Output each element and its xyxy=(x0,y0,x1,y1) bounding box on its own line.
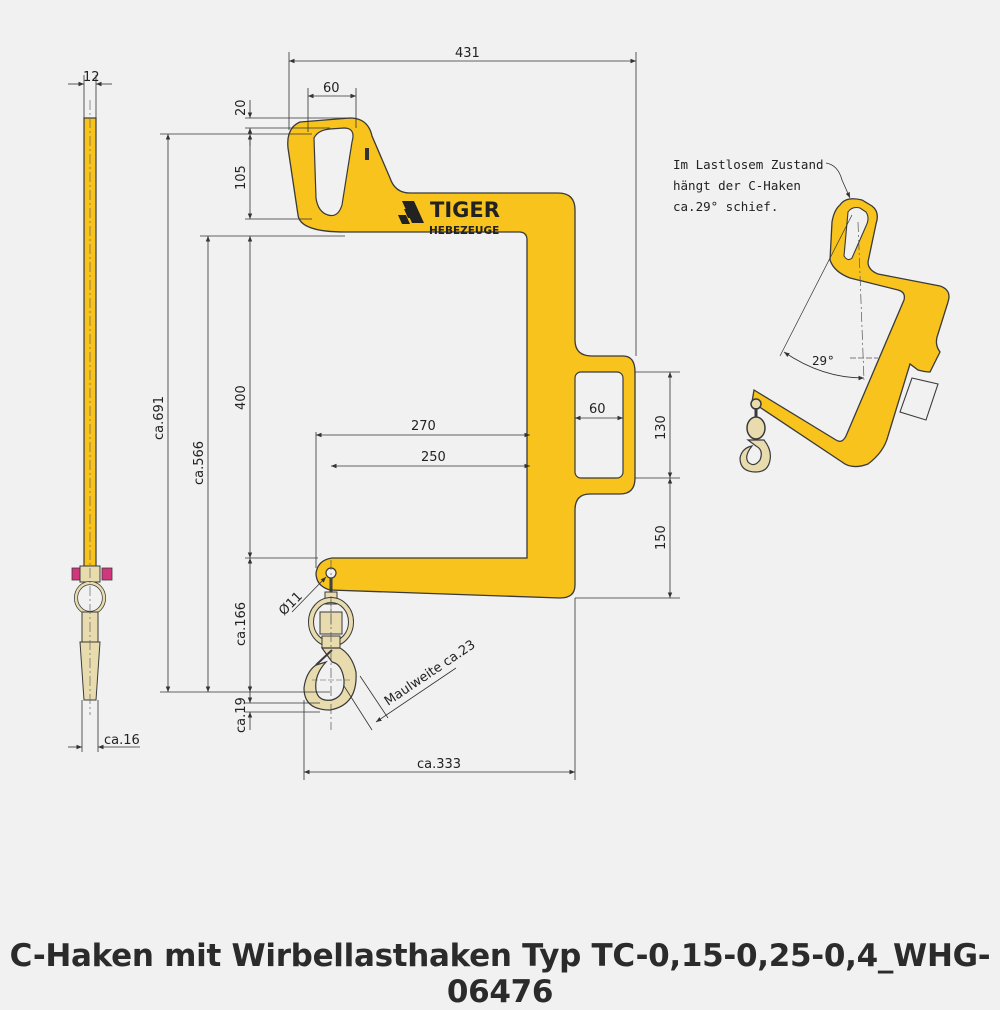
logo-text: TIGER xyxy=(430,198,500,222)
tilted-swivel-hook xyxy=(739,398,771,473)
dim-inner-height: 400 xyxy=(234,385,249,410)
dim-hook-drop: ca.166 xyxy=(234,602,249,646)
note: Im Lastlosem Zustand hängt der C-Haken c… xyxy=(673,157,851,214)
dim-jaw-opening: Maulweite ca.23 xyxy=(382,637,479,709)
side-view xyxy=(71,100,113,715)
dim-pin-diameter: Ø11 xyxy=(276,589,306,619)
swivel-hook xyxy=(303,560,357,730)
side-dimensions xyxy=(68,75,140,752)
front-dimensions xyxy=(160,52,680,780)
dim-eye-height: 105 xyxy=(234,165,249,190)
dim-inner-width-upper: 270 xyxy=(411,419,436,434)
note-line-2: hängt der C-Haken xyxy=(673,178,801,193)
c-hook-body xyxy=(287,117,636,599)
note-line-3: ca.29° schief. xyxy=(673,199,778,214)
dim-base-width: ca.333 xyxy=(417,757,461,772)
dim-grip-offset: 150 xyxy=(654,525,669,550)
dim-thickness: 12 xyxy=(83,70,100,85)
tiger-logo: TIGER HEBEZEUGE xyxy=(398,198,500,237)
dim-height-hook: ca.566 xyxy=(192,441,207,485)
tilted-c-hook: 29° xyxy=(751,198,950,468)
dim-hook-bottom: ca.19 xyxy=(234,697,249,733)
page-caption: C-Haken mit Wirbellasthaken Typ TC-0,15-… xyxy=(9,938,991,1010)
logo-subtext: HEBEZEUGE xyxy=(429,225,499,237)
dim-inner-width-lower: 250 xyxy=(421,450,446,465)
note-line-1: Im Lastlosem Zustand xyxy=(673,157,824,172)
dim-width-total: 431 xyxy=(455,46,480,61)
angle-label: 29° xyxy=(812,353,835,368)
dim-eye-top: 20 xyxy=(234,99,249,116)
dim-height-total: ca.691 xyxy=(152,396,167,440)
dim-grip-height: 130 xyxy=(654,415,669,440)
dim-grip-width: 60 xyxy=(589,402,606,417)
dim-side-thickness: ca.16 xyxy=(104,733,140,748)
dim-eye-width: 60 xyxy=(323,81,340,96)
